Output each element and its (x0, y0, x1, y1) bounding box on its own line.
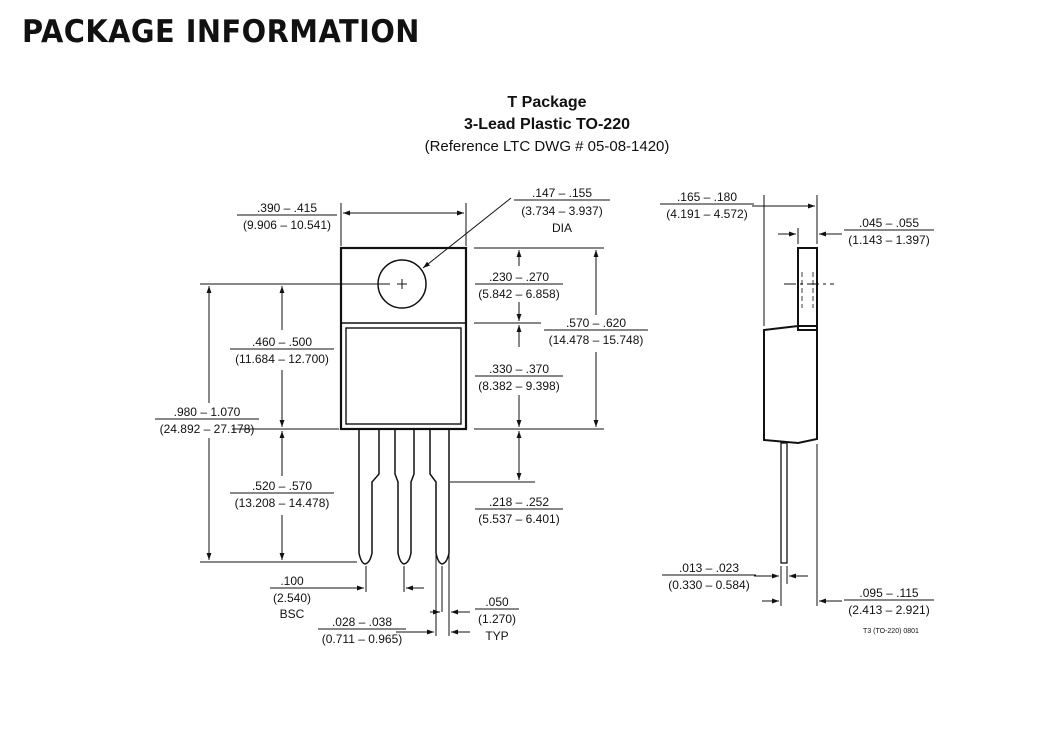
dim-offset-in: .095 – .115 (859, 586, 918, 600)
dim-hole-note: DIA (552, 221, 572, 235)
front-dimension-labels: .390 – .415 (9.906 – 10.541) .147 – .155… (155, 186, 648, 646)
dim-pitch-mm: (2.540) (273, 591, 311, 605)
dim-shoulder-in: .218 – .252 (489, 495, 549, 509)
dim-lead-width2-mm: (1.270) (478, 612, 516, 626)
package-description: 3-Lead Plastic TO-220 (464, 116, 630, 133)
drawing-code: T3 (TO-220) 0801 (863, 628, 919, 635)
page-header: PACKAGE INFORMATION (22, 14, 420, 50)
dim-pitch-note: BSC (280, 607, 305, 621)
drawing-title-block: T Package 3-Lead Plastic TO-220 (Referen… (0, 92, 1039, 157)
dim-lead-length-mm: (13.208 – 14.478) (235, 496, 330, 510)
package-name: T Package (507, 94, 587, 111)
dim-shoulder-mm: (5.537 – 6.401) (478, 512, 559, 526)
body-inner-outline (345, 327, 462, 425)
lead-1 (358, 429, 380, 565)
package-outline (339, 246, 468, 431)
dim-tab-in: .230 – .270 (489, 270, 549, 284)
dim-body-mm: (8.382 – 9.398) (478, 379, 559, 393)
side-dimensions (752, 195, 842, 606)
dim-hole-mm: (3.734 – 3.937) (521, 204, 602, 218)
dim-overall-mm: (24.892 – 27.178) (160, 422, 255, 436)
dim-width-in: .390 – .415 (257, 201, 317, 215)
dim-thickness-mm: (4.191 – 4.572) (666, 207, 747, 221)
dim-lead-length-in: .520 – .570 (252, 479, 312, 493)
side-dimension-labels: .165 – .180 (4.191 – 4.572) .045 – .055 … (660, 190, 934, 635)
lead-2 (394, 429, 415, 565)
dim-lead-thickness-in: .013 – .023 (679, 561, 739, 575)
front-view (339, 246, 468, 565)
side-body (763, 325, 818, 445)
dim-lead-width-in: .028 – .038 (332, 615, 392, 629)
dim-hole-base-mm: (11.684 – 12.700) (235, 352, 329, 366)
dim-lead-width2-in: .050 (485, 595, 509, 609)
front-dimensions (200, 197, 604, 636)
reference-drawing: (Reference LTC DWG # 05-08-1420) (424, 138, 670, 155)
dim-tab-thickness-mm: (1.143 – 1.397) (848, 233, 929, 247)
dim-lead-width-mm: (0.711 – 0.965) (322, 632, 403, 646)
dim-lead-width2-note: TYP (485, 629, 508, 643)
dim-body-total-mm: (14.478 – 15.748) (549, 333, 644, 347)
dim-tab-mm: (5.842 – 6.858) (478, 287, 559, 301)
dim-hole-base-in: .460 – .500 (252, 335, 312, 349)
dim-hole-in: .147 – .155 (532, 186, 592, 200)
dim-body-total-in: .570 – .620 (566, 316, 626, 330)
side-tab (797, 247, 818, 331)
dim-width-mm: (9.906 – 10.541) (243, 218, 331, 232)
dim-thickness-in: .165 – .180 (677, 190, 737, 204)
dim-pitch-in: .100 (280, 574, 304, 588)
dim-body-in: .330 – .370 (489, 362, 549, 376)
dim-tab-thickness-in: .045 – .055 (859, 216, 919, 230)
lead-3 (429, 429, 450, 565)
dim-offset-mm: (2.413 – 2.921) (848, 603, 929, 617)
dim-overall-in: .980 – 1.070 (174, 405, 241, 419)
side-lead (780, 442, 788, 564)
dim-lead-thickness-mm: (0.330 – 0.584) (668, 578, 749, 592)
side-view (763, 247, 834, 564)
